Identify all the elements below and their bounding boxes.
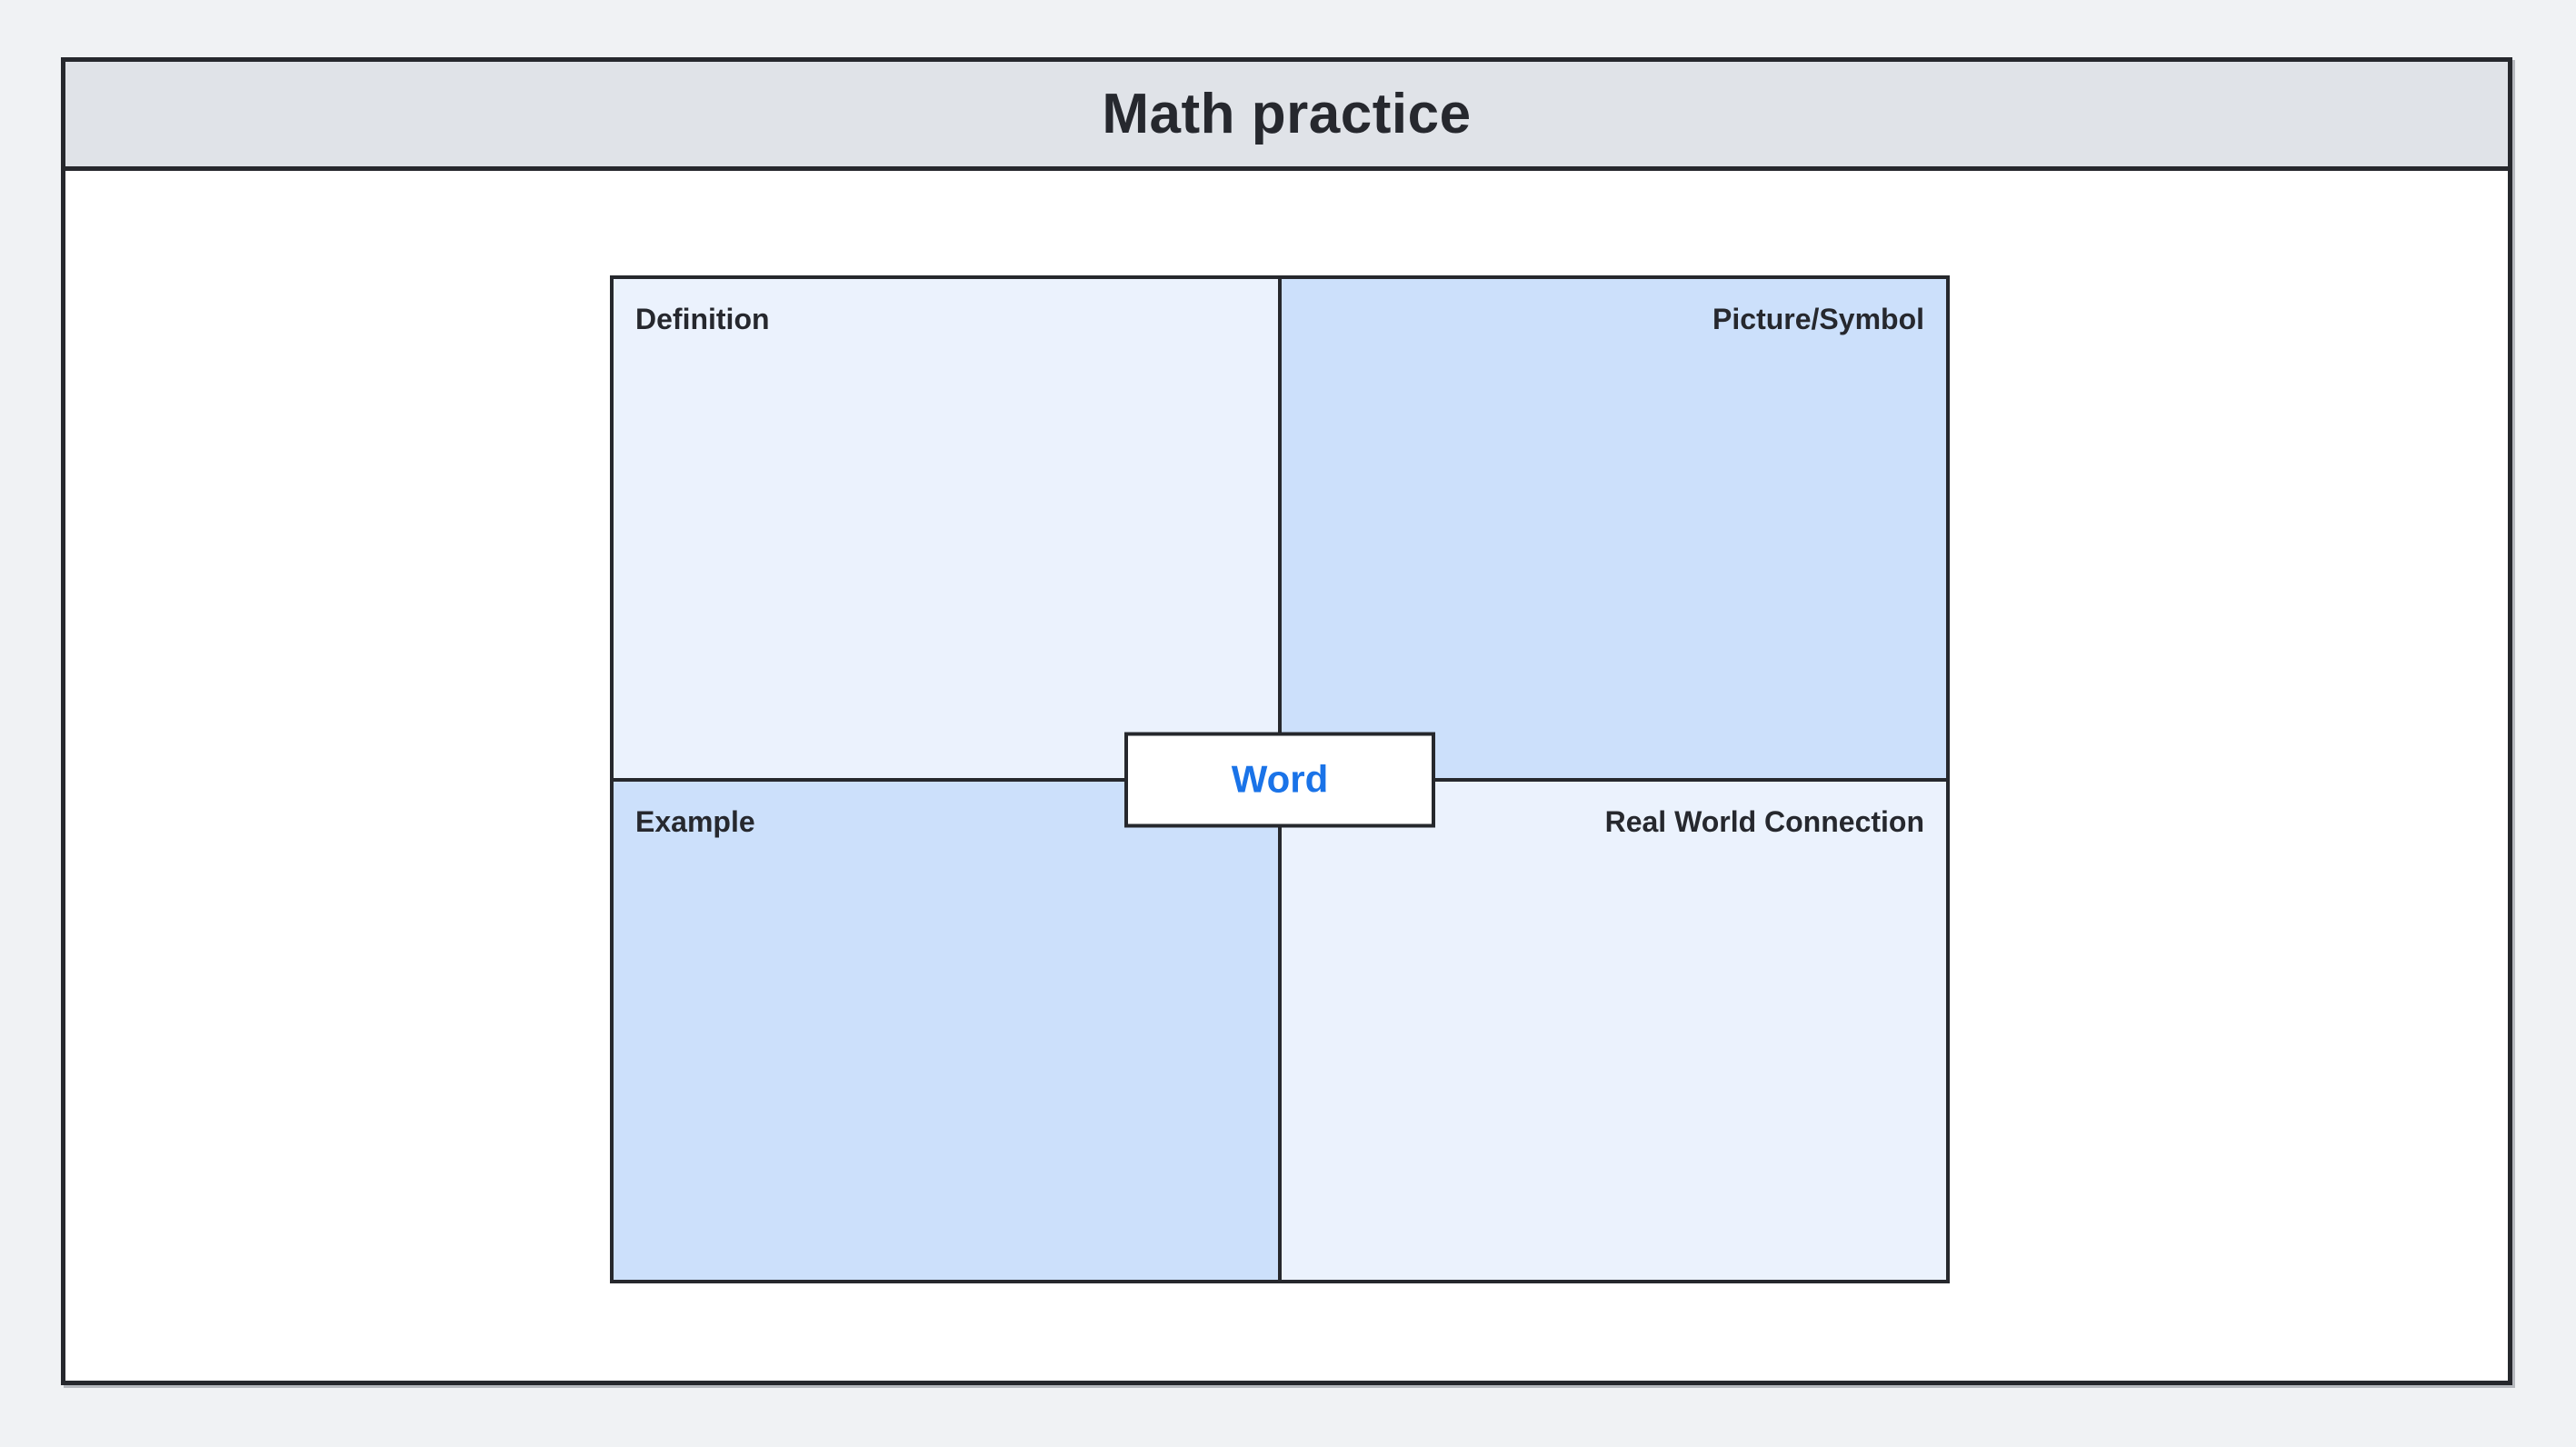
worksheet-title-bar: Math practice (65, 62, 2508, 171)
quadrant-example[interactable]: Example (614, 781, 1278, 1280)
quadrant-picture-symbol-label: Picture/Symbol (1712, 303, 1924, 335)
quadrant-picture-symbol[interactable]: Picture/Symbol (1282, 279, 1946, 778)
quadrant-real-world-connection-label: Real World Connection (1604, 804, 1924, 838)
center-word-box[interactable]: Word (1124, 732, 1435, 827)
quadrant-definition-label: Definition (635, 303, 770, 335)
quadrant-example-label: Example (635, 804, 755, 838)
quadrant-definition[interactable]: Definition (614, 279, 1278, 778)
worksheet-title: Math practice (1102, 83, 1472, 145)
frayer-quadrant-grid: Definition Picture/Symbol Example Real W… (610, 275, 1950, 1283)
worksheet-frame: Math practice Definition Picture/Symbol … (61, 57, 2512, 1385)
center-word-label: Word (1231, 757, 1329, 801)
quadrant-real-world-connection[interactable]: Real World Connection (1282, 781, 1946, 1280)
